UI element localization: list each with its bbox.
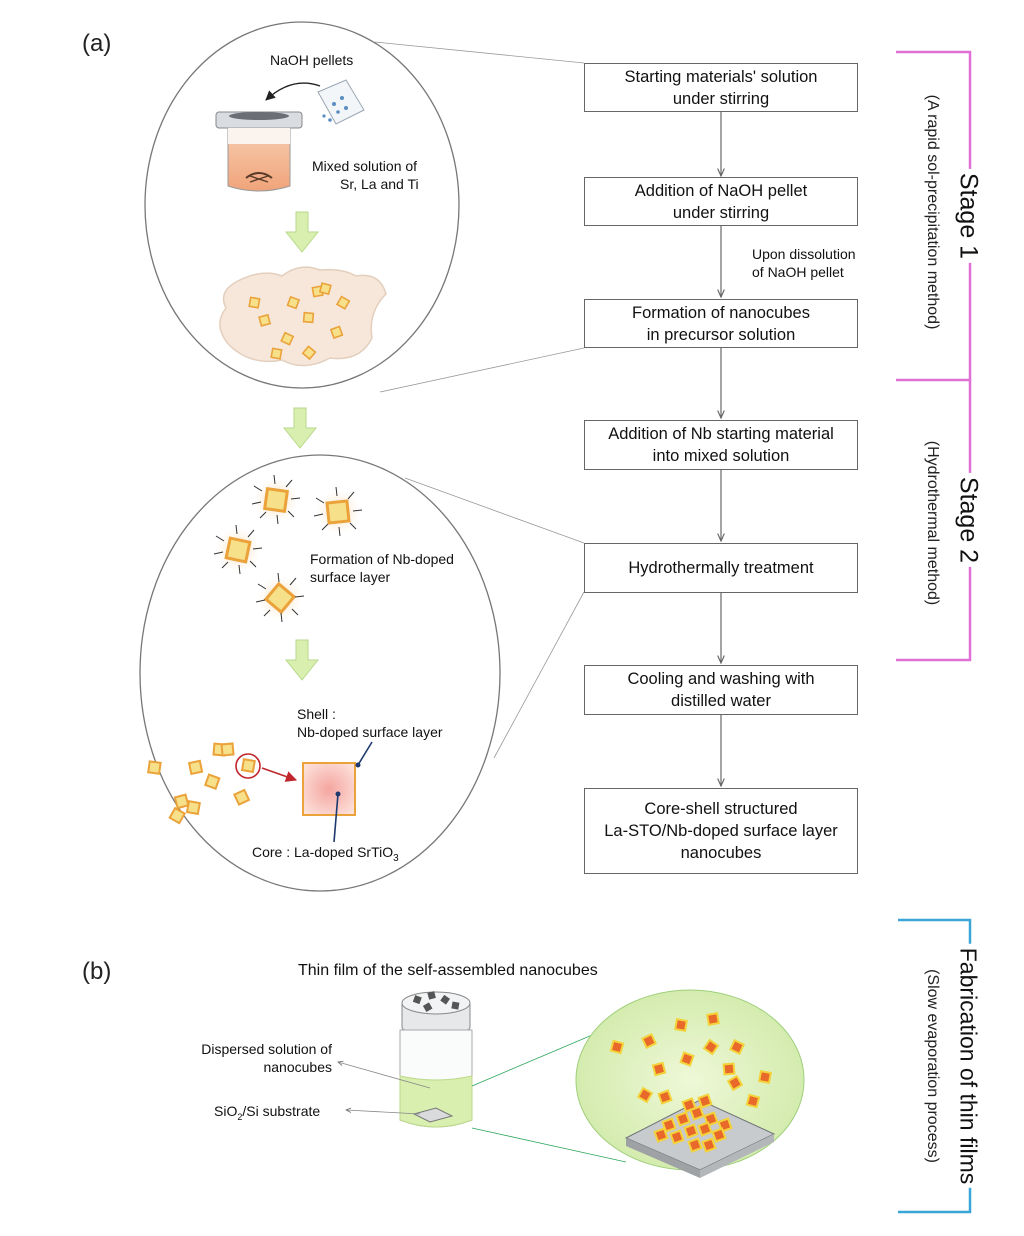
stage2-circle xyxy=(139,454,585,892)
flow-box-starting-materials: Starting materials' solution under stirri… xyxy=(584,63,858,112)
panel-a-label: (a) xyxy=(82,30,112,57)
flow-box-hydrothermal: Hydrothermally treatment xyxy=(584,543,858,593)
flow-box-7-line1: Core-shell structured xyxy=(644,800,798,818)
shell-pointer xyxy=(357,741,373,766)
zoom-arrow xyxy=(261,767,298,782)
dissolution-note: Upon dissolution of NaOH pellet xyxy=(752,245,856,281)
flow-box-cooling-washing: Cooling and washing with distilled water xyxy=(584,665,858,715)
substrate-pointer xyxy=(346,1110,421,1115)
flow-box-2-line2: under stirring xyxy=(672,203,770,222)
flow-box-naoh-addition: Addition of NaOH pellet under stirring xyxy=(584,177,858,226)
stage1-title: Stage 1 xyxy=(953,168,983,264)
flow-box-1-line1: Starting materials' solution xyxy=(624,67,818,86)
green-arrow-1 xyxy=(284,211,320,253)
panel-b-label: (b) xyxy=(82,958,112,985)
core-pointer xyxy=(333,793,339,843)
film-zoom-ellipse xyxy=(575,989,805,1178)
nb-formation-line2: surface layer xyxy=(310,569,391,585)
flow-box-6-line2: distilled water xyxy=(671,692,771,710)
zoom-circle xyxy=(235,753,261,779)
core-shell-cubes xyxy=(147,742,256,825)
flow-box-7-line3: nanocubes xyxy=(680,844,762,862)
precipitate-gel xyxy=(219,266,387,367)
nb-formation-line1: Formation of Nb-doped xyxy=(310,551,454,567)
mixed-solution-line2: Sr, La and Ti xyxy=(340,176,419,192)
naoh-pellets-label: NaOH pellets xyxy=(270,52,354,68)
mixed-solution-line1: Mixed solution of xyxy=(312,158,418,174)
nb-doping-cubes xyxy=(213,474,363,623)
fabrication-method: (Slow evaporation process) xyxy=(924,969,941,1163)
dispersed-pointer xyxy=(338,1062,431,1089)
core-label-text: Core : La-doped SrTiO xyxy=(252,844,394,860)
core-label: Core : La-doped SrTiO3 xyxy=(252,843,399,868)
shell-line2: Nb-doped surface layer xyxy=(297,724,443,740)
fabrication-title: Fabrication of thin films xyxy=(954,943,982,1189)
flow-box-4-line2: into mixed solution xyxy=(652,447,790,465)
mixed-solution-label: Mixed solution of Sr, La and Ti xyxy=(312,157,419,193)
dispersed-line1: Dispersed solution of xyxy=(201,1041,332,1057)
flow-box-5-line1: Hydrothermally treatment xyxy=(628,559,814,577)
flow-box-nanocube-formation: Formation of nanocubes in precursor solut… xyxy=(584,299,858,348)
flow-box-7-line2: La-STO/Nb-doped surface layer xyxy=(604,822,838,840)
substrate-prefix: SiO xyxy=(214,1103,238,1119)
core-shell-cube xyxy=(302,762,356,816)
panel-b-title: Thin film of the self-assembled nanocube… xyxy=(298,962,598,979)
pellet-bag-icon xyxy=(317,79,365,125)
beaker-icon xyxy=(215,111,303,192)
shell-line1: Shell : xyxy=(297,706,336,722)
core-label-subscript: 3 xyxy=(393,852,399,864)
substrate-subscript: 2 xyxy=(237,1111,243,1122)
flow-box-4-line1: Addition of Nb starting material xyxy=(608,425,834,443)
vial-icon xyxy=(399,991,473,1128)
flow-box-6-line1: Cooling and washing with xyxy=(627,670,815,688)
stage2-title: Stage 2 xyxy=(953,472,983,568)
flow-box-nb-addition: Addition of Nb starting material into mix… xyxy=(584,420,858,470)
green-arrow-3 xyxy=(284,639,320,681)
flow-box-2-line1: Addition of NaOH pellet xyxy=(634,181,808,200)
shell-label: Shell : Nb-doped surface layer xyxy=(297,705,443,741)
stage1-method: (A rapid sol-precipitation method) xyxy=(924,94,941,330)
flow-box-3-line2: in precursor solution xyxy=(646,325,796,344)
dispersed-line2: nanocubes xyxy=(263,1059,332,1075)
flow-box-1-line2: under stirring xyxy=(672,89,770,108)
dispersed-solution-label: Dispersed solution of nanocubes xyxy=(190,1040,332,1076)
dissolution-line2: of NaOH pellet xyxy=(752,264,844,280)
substrate-label: SiO2/Si substrate xyxy=(214,1102,320,1126)
nb-formation-label: Formation of Nb-doped surface layer xyxy=(310,550,454,586)
pellet-pour-arrow xyxy=(265,82,321,101)
dissolution-line1: Upon dissolution xyxy=(752,246,856,262)
substrate-suffix: /Si substrate xyxy=(242,1103,321,1119)
green-arrow-2 xyxy=(282,407,318,449)
flow-box-3-line1: Formation of nanocubes xyxy=(632,303,810,322)
stage2-method: (Hydrothermal method) xyxy=(924,440,941,606)
